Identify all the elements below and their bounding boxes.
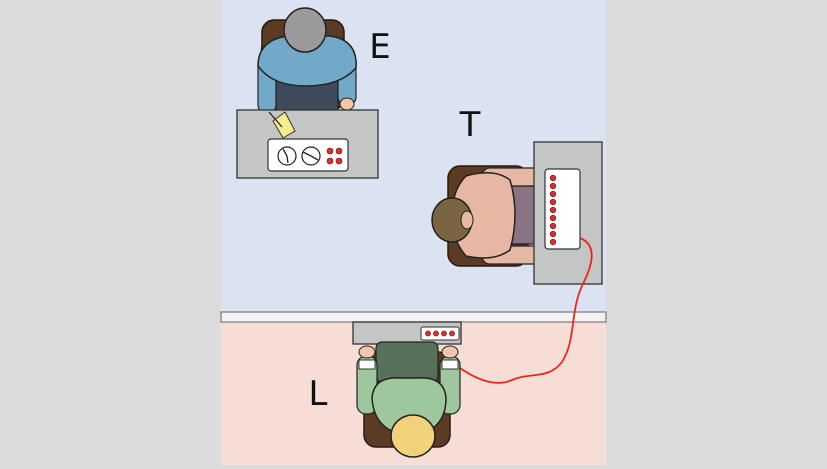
teacher-label: T bbox=[459, 105, 481, 145]
answer-box bbox=[420, 326, 460, 341]
experimenter-desk bbox=[236, 109, 379, 179]
learner-figure bbox=[356, 341, 461, 458]
experimenter-label: E bbox=[369, 27, 390, 67]
learner-desk bbox=[352, 321, 462, 345]
shock-switches bbox=[549, 174, 557, 246]
teacher-figure bbox=[431, 165, 551, 267]
experimenter-figure bbox=[257, 7, 357, 125]
shock-wire bbox=[456, 237, 593, 384]
learner-label: L bbox=[309, 374, 328, 414]
dividing-wall bbox=[220, 311, 607, 323]
